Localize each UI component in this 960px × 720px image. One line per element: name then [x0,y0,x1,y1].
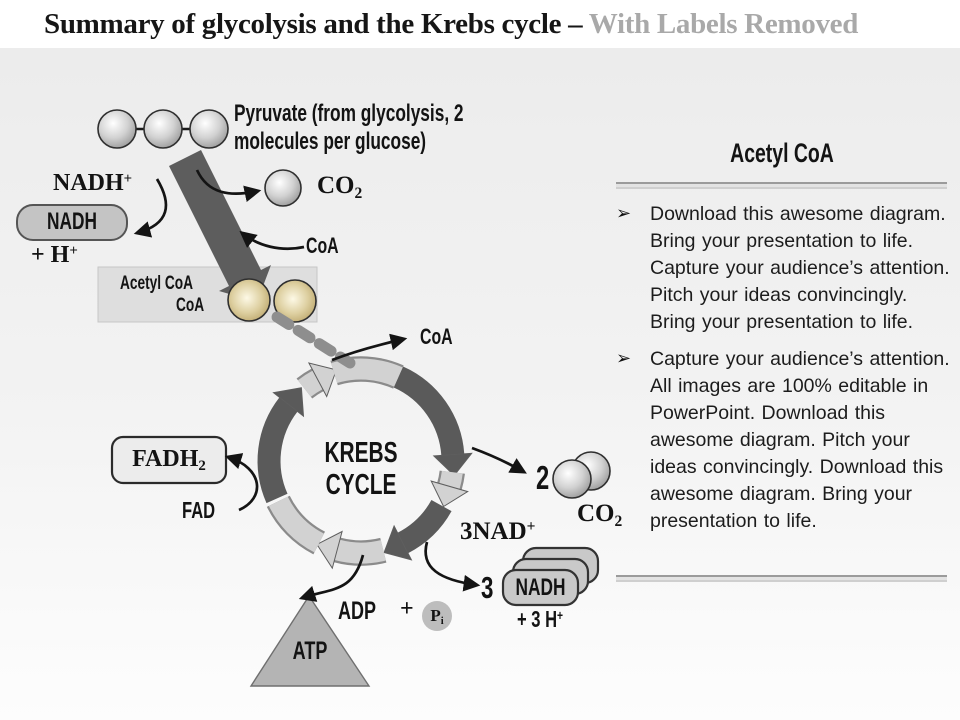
3nad-label: 3NAD+ [460,518,536,545]
acetyl-entry-dashed-line [271,311,356,369]
nadh-box-label: NADH [47,208,97,235]
nadh-box [16,204,128,241]
arrow-to-co2-top [195,169,262,202]
atp-label: ATP [292,637,328,665]
arrow-to-nadh-box [133,178,168,238]
panel-bullet-list: ➢ Download this awesome diagram. Bring y… [616,201,956,545]
ring-arrowhead [316,530,343,570]
ring-segment [268,496,325,553]
fad-label: FAD [182,497,216,523]
panel-divider-bottom [616,575,947,582]
list-item: ➢ Capture your audience’s attention. All… [616,346,956,535]
pyruvate-label-line1: Pyruvate (from glycolysis, 2 [234,100,464,127]
krebs-cycle-label: KREBS CYCLE [313,437,408,501]
fadh2-label: FADH2 [132,446,206,475]
slide-background [0,48,960,720]
coa-top-label: CoA [306,233,339,258]
ring-segment [393,366,465,456]
acetyl-coa-molecule [273,279,317,323]
plus-h-label: + H+ [31,242,78,268]
ring-segment [297,370,323,397]
pyruvate-molecule [143,109,183,149]
slide-title-main: Summary of glycolysis and the Krebs cycl… [44,8,589,40]
ring-arrowhead [383,524,413,561]
arrow-bullet-icon: ➢ [616,348,632,368]
pyruvate-label-line2: molecules per glucose) [234,128,427,155]
arrow-to-2co2 [471,446,527,474]
ring-segment [439,470,463,490]
atp-triangle [249,594,371,687]
ring-segment [397,499,452,554]
nadh-card-front [501,568,580,607]
list-item: ➢ Download this awesome diagram. Bring y… [616,201,956,336]
krebs-cycle-ring [257,356,473,570]
ring-segment [331,358,403,387]
diagram-canvas [16,109,611,687]
reaction-arrows [133,169,527,602]
nad-plus-label: NADH+ [53,170,133,196]
krebs-cycle-label-line2: CYCLE [325,469,397,501]
slide-title: Summary of glycolysis and the Krebs cycl… [44,8,858,41]
arrow-coa-into-pyruvate [239,230,305,251]
pi-label: Pi [430,606,444,628]
plus-sign: + [400,596,414,622]
two-coefficient: 2 [536,459,550,496]
glycolysis-thick-arrow [169,150,271,302]
panel-heading: Acetyl CoA [730,138,834,168]
adp-label: ADP [338,597,377,625]
pyruvate-molecule [189,109,229,149]
slide-title-suffix: With Labels Removed [588,8,859,40]
nadh-stack-label: NADH [515,574,566,601]
arrow-fad-to-fadh2 [224,453,259,512]
pyruvate-molecule [97,109,137,149]
co2-molecule-top [264,169,302,207]
arrow-adp-to-atp [298,554,365,602]
pi-circle [422,601,452,631]
arrow-coa-leaving-cycle [331,333,408,362]
ring-arrowhead [432,452,473,477]
plus-3h-label: + 3 H+ [517,606,564,632]
arrow-bullet-icon: ➢ [616,203,632,223]
panel-divider-top [616,182,947,189]
bullet-text: Download this awesome diagram. Bring you… [650,203,950,333]
ring-arrowhead [307,362,338,398]
acetyl-coa-molecule [227,278,271,322]
ring-arrowhead [272,387,305,418]
three-coefficient: 3 [481,570,494,605]
ring-segment [334,539,386,564]
bullet-text: Capture your audience’s attention. All i… [650,348,950,532]
ring-segment [257,397,298,504]
ring-arrowhead [430,480,469,508]
acetyl-band-label-line1: Acetyl CoA [120,273,193,294]
co2-top-label: CO2 [317,172,363,202]
coa-cycle-label: CoA [420,324,453,349]
arrow-nad-to-nadh [424,541,481,592]
krebs-cycle-label-line1: KREBS [324,437,398,469]
co2-right-label: CO2 [577,500,623,530]
co2-molecule-right-front [552,459,592,499]
acetyl-band-label-line2: CoA [176,295,205,316]
